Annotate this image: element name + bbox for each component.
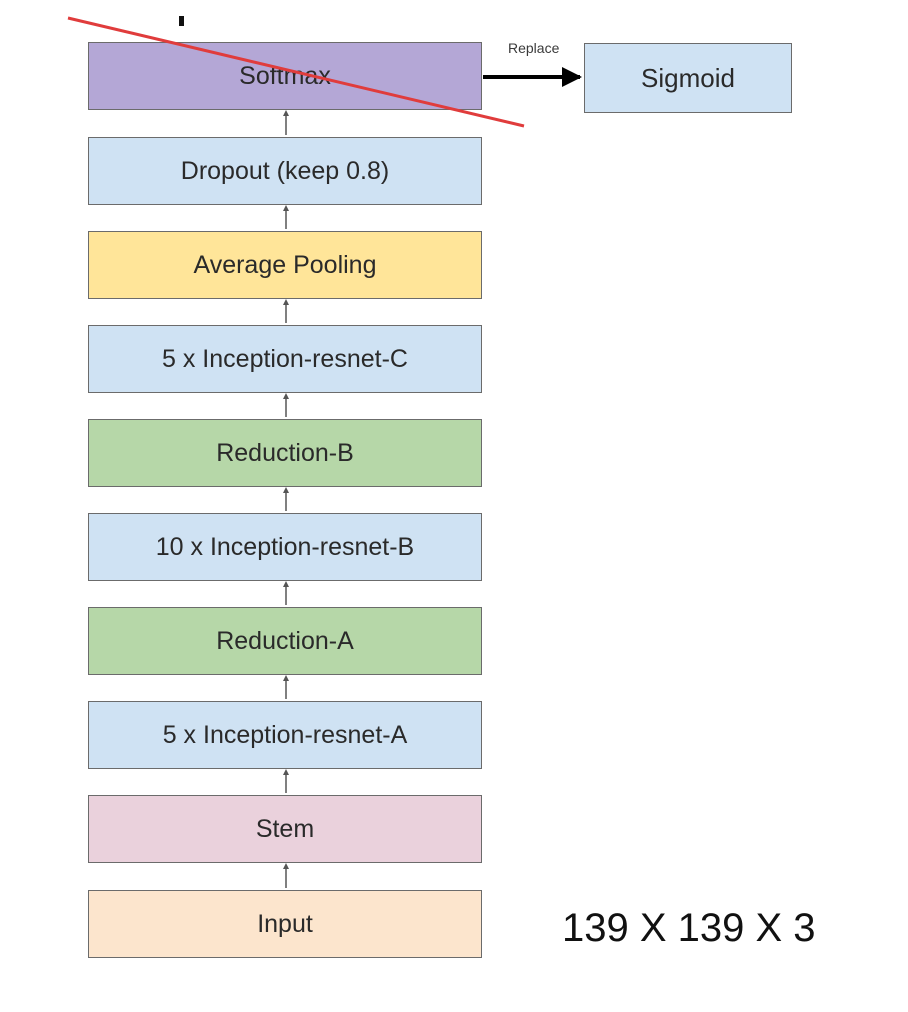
layer-average-pooling: Average Pooling: [88, 231, 482, 299]
layer-stem-label: Stem: [255, 814, 315, 843]
layer-input-label: Input: [257, 909, 313, 938]
layer-inception-resnet-b: 10 x Inception-resnet-B: [88, 513, 482, 581]
layer-dropout-label: Dropout (keep 0.8): [180, 156, 390, 185]
layer-average-pooling-label: Average Pooling: [193, 250, 377, 279]
input-shape-label: 139 X 139 X 3: [562, 906, 816, 950]
layer-inception-resnet-c-label: 5 x Inception-resnet-C: [162, 344, 408, 373]
layer-reduction-a: Reduction-A: [88, 607, 482, 675]
layer-sigmoid-label: Sigmoid: [641, 62, 735, 93]
tick-mark: [179, 16, 184, 26]
layer-inception-resnet-c: 5 x Inception-resnet-C: [88, 325, 482, 393]
layer-reduction-b-label: Reduction-B: [216, 438, 354, 467]
layer-input: Input: [88, 890, 482, 958]
layer-stem: Stem: [88, 795, 482, 863]
layer-reduction-b: Reduction-B: [88, 419, 482, 487]
layer-softmax-label: Softmax: [239, 61, 331, 90]
replace-label: Replace: [508, 40, 560, 56]
layer-dropout: Dropout (keep 0.8): [88, 137, 482, 205]
layer-inception-resnet-a-label: 5 x Inception-resnet-A: [162, 720, 408, 749]
layer-reduction-a-label: Reduction-A: [216, 626, 354, 655]
layer-inception-resnet-a: 5 x Inception-resnet-A: [88, 701, 482, 769]
layer-softmax: Softmax: [88, 42, 482, 110]
layer-sigmoid: Sigmoid: [584, 43, 792, 113]
layer-inception-resnet-b-label: 10 x Inception-resnet-B: [155, 532, 415, 561]
